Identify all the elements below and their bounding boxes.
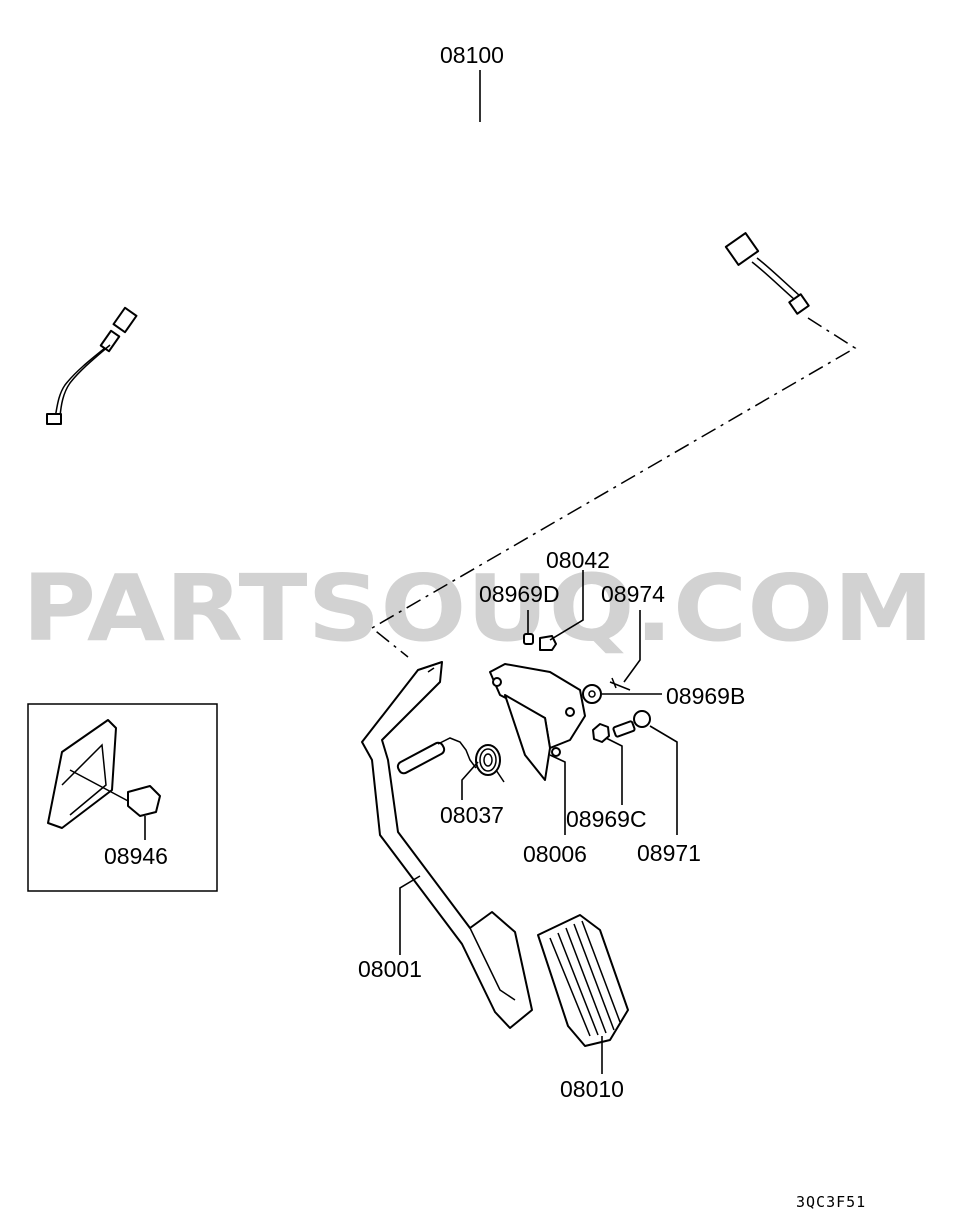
- part-label-08946[interactable]: 08946: [104, 843, 168, 869]
- accelerator-cable-drawing: [46, 119, 810, 425]
- part-label-08006[interactable]: 08006: [523, 841, 587, 867]
- diagram-code: 3QC3F51: [796, 1193, 866, 1210]
- washer-08969B: [582, 684, 602, 704]
- part-label-08969B[interactable]: 08969B: [666, 683, 745, 709]
- bracket-drawing: [489, 663, 586, 781]
- spring-drawing: [437, 737, 505, 783]
- part-label-08969C[interactable]: 08969C: [566, 806, 647, 832]
- watermark: PARTSOUQ.COM: [22, 555, 934, 662]
- part-label-08001[interactable]: 08001: [358, 956, 422, 982]
- pin-08974: [609, 677, 631, 691]
- part-label-08974[interactable]: 08974: [601, 581, 665, 607]
- small-clip-08969D: [523, 633, 534, 645]
- nut-08969C: [592, 723, 610, 743]
- pedal-pad-drawing: [537, 914, 629, 1047]
- part-label-08010[interactable]: 08010: [560, 1076, 624, 1102]
- part-label-08037[interactable]: 08037: [440, 802, 504, 828]
- leader-lines: [399, 70, 678, 1074]
- part-label-08042[interactable]: 08042: [546, 547, 610, 573]
- inset-box: [27, 703, 218, 892]
- part-label-08971[interactable]: 08971: [637, 840, 701, 866]
- part-label-08969D[interactable]: 08969D: [479, 581, 560, 607]
- bolt-08971: [612, 710, 651, 738]
- pedal-arm-drawing: [361, 661, 533, 1029]
- part-label-08100[interactable]: 08100: [440, 42, 504, 68]
- cable-connection-line: [370, 317, 857, 658]
